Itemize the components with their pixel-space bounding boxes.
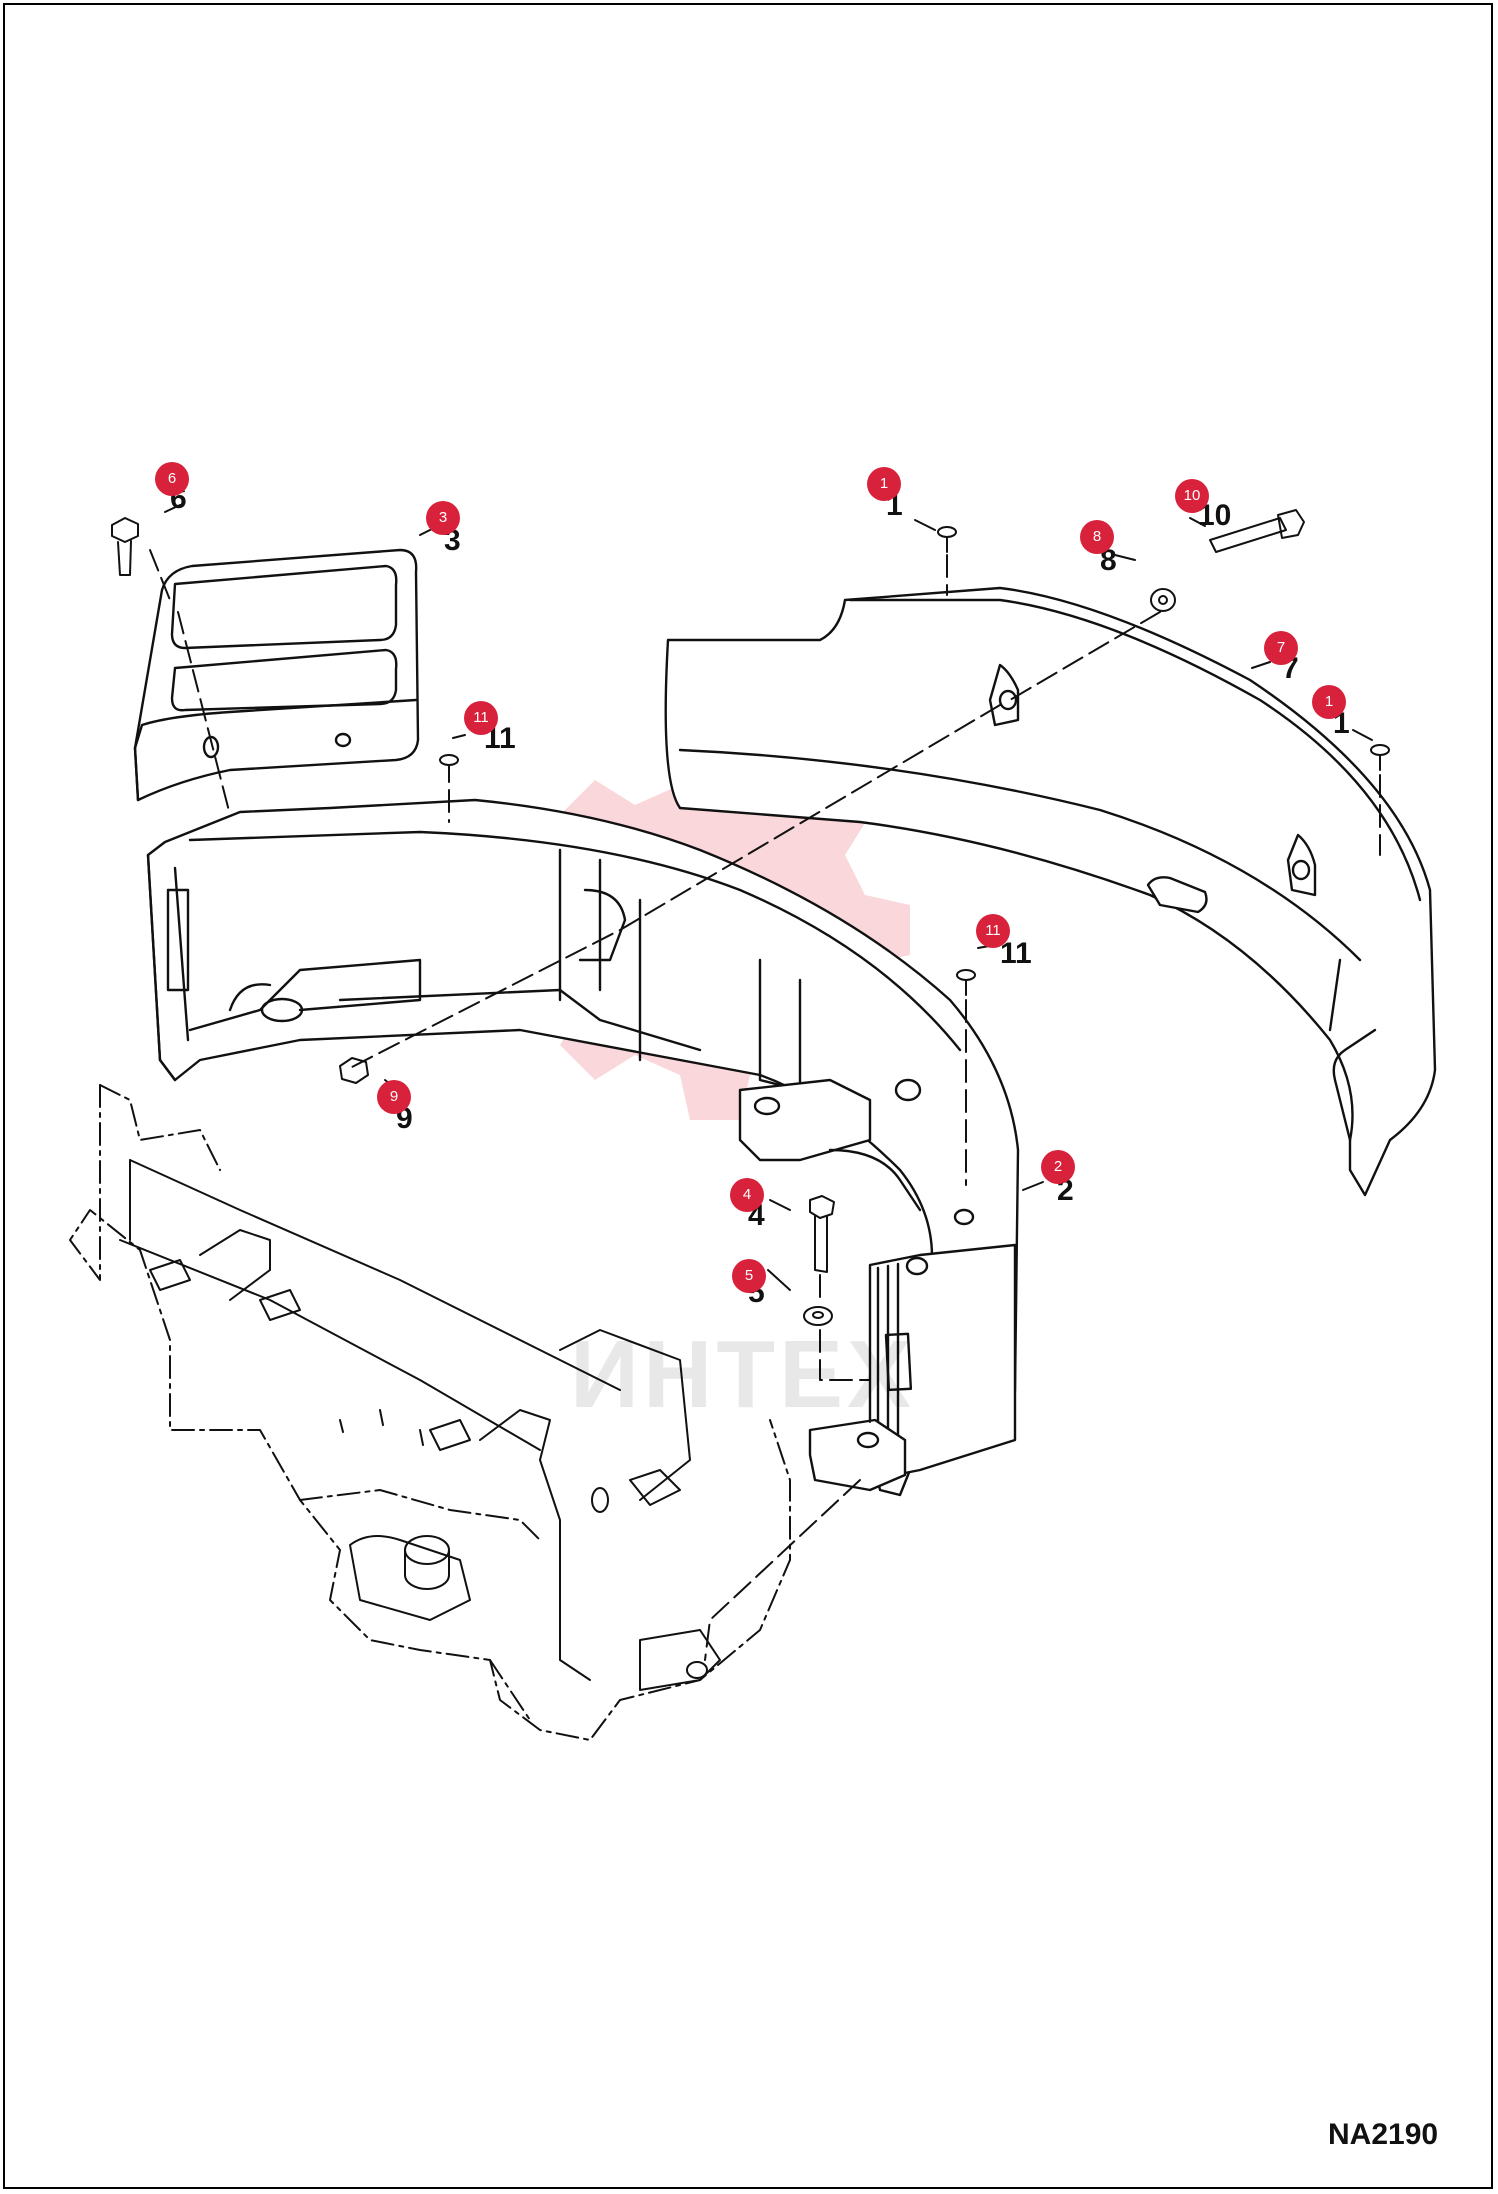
machine-frame-phantom (69, 1084, 791, 1741)
machine-frame-details (119, 1159, 721, 1691)
part-3-side-pad (133, 548, 420, 802)
callout-7[interactable]: 7 (1264, 631, 1298, 665)
part-7-counterweight-shell (664, 586, 1437, 1197)
callout-11[interactable]: 11 (464, 701, 498, 735)
callout-9[interactable]: 9 (377, 1080, 411, 1114)
watermark-text: ИНТЕХ (570, 1321, 916, 1428)
drawing-id-label: NA2190 (1328, 2118, 1439, 2151)
part-2-counterweight-frame (146, 798, 1020, 1497)
drawing-frame (3, 3, 1493, 2189)
callout-6[interactable]: 6 (155, 462, 189, 496)
callout-1[interactable]: 1 (867, 467, 901, 501)
callout-8[interactable]: 8 (1080, 520, 1114, 554)
callout-2[interactable]: 2 (1041, 1150, 1075, 1184)
callout-11[interactable]: 11 (976, 914, 1010, 948)
callout-4[interactable]: 4 (730, 1178, 764, 1212)
callout-1[interactable]: 1 (1312, 685, 1346, 719)
callout-5[interactable]: 5 (732, 1259, 766, 1293)
callout-3[interactable]: 3 (426, 501, 460, 535)
hardware-and-leaders (111, 504, 1390, 1661)
callout-10[interactable]: 10 (1175, 479, 1209, 513)
